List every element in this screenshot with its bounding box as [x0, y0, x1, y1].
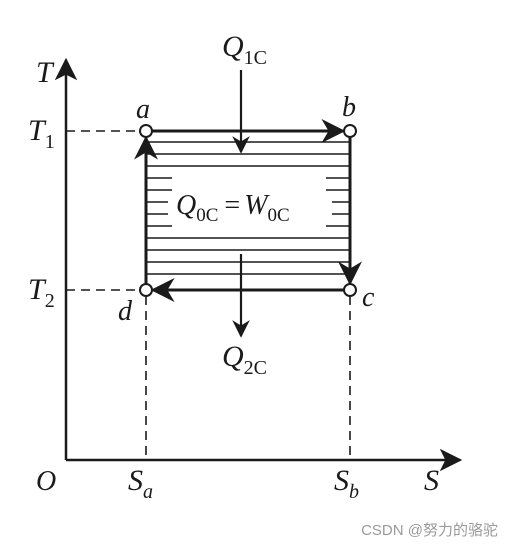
sa-label: Sa: [128, 464, 153, 503]
point-d-label: d: [118, 296, 133, 327]
t1-label: T1: [28, 114, 55, 153]
origin-label: O: [36, 466, 56, 497]
t2-label: T2: [28, 273, 55, 312]
point-c: [343, 283, 357, 297]
work-area-hatching: [146, 141, 350, 275]
work-equation: Q0C=W0C: [176, 190, 290, 226]
point-a: [139, 124, 153, 138]
point-b: [343, 124, 357, 138]
q2-label: Q2C: [222, 340, 267, 379]
y-axis-label: T: [36, 56, 55, 89]
q1-label: Q1C: [222, 30, 267, 69]
sb-label: Sb: [334, 464, 359, 503]
watermark: CSDN @努力的骆驼: [361, 522, 498, 539]
x-axis-label: S: [424, 464, 439, 497]
point-c-label: c: [362, 282, 375, 313]
point-b-label: b: [342, 92, 356, 123]
point-a-label: a: [136, 94, 150, 125]
point-d: [139, 283, 153, 297]
equation-backdrop: [174, 186, 326, 222]
